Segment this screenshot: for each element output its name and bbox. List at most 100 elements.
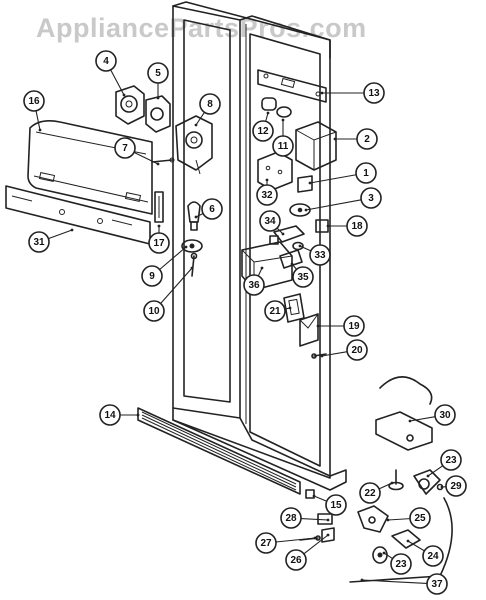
callout-c8: 8 bbox=[194, 93, 221, 127]
part-13-light-bar bbox=[257, 69, 327, 103]
callout-number: 3 bbox=[368, 193, 374, 204]
part-8-shroud bbox=[175, 115, 213, 175]
callout-c7: 7 bbox=[114, 137, 160, 166]
part-16-cover-panel bbox=[27, 120, 153, 215]
callout-c4: 4 bbox=[95, 50, 126, 97]
callout-number: 29 bbox=[450, 481, 462, 492]
leader-line bbox=[265, 112, 269, 122]
leader-line bbox=[409, 416, 436, 422]
part-17-control bbox=[154, 191, 164, 223]
callout-number: 30 bbox=[439, 410, 451, 421]
callout-c35: 35 bbox=[290, 262, 314, 288]
part-20-screw bbox=[311, 353, 327, 359]
callout-circle bbox=[201, 198, 223, 220]
callout-c6: 6 bbox=[194, 198, 223, 220]
callout-number: 33 bbox=[314, 250, 326, 261]
part-26-clip bbox=[321, 527, 335, 543]
callout-number: 12 bbox=[257, 126, 269, 137]
callout-c9: 9 bbox=[141, 245, 188, 287]
leader-tip bbox=[326, 533, 330, 537]
part-23-roller-bottom bbox=[372, 546, 388, 564]
part-22-leveler bbox=[388, 469, 404, 491]
leader-line bbox=[300, 517, 329, 521]
leader-tip bbox=[390, 481, 394, 485]
callout-circle bbox=[243, 274, 265, 296]
part-11-lamp bbox=[276, 106, 292, 118]
callout-circle bbox=[346, 215, 368, 237]
callout-number: 15 bbox=[330, 500, 342, 511]
leader-tip bbox=[408, 419, 412, 423]
leader-line bbox=[257, 267, 263, 277]
callout-circle bbox=[264, 300, 286, 322]
callout-number: 28 bbox=[285, 513, 297, 524]
callout-circle bbox=[199, 93, 221, 115]
leader-line bbox=[427, 465, 444, 477]
leader-line bbox=[383, 552, 393, 560]
callout-number: 10 bbox=[148, 306, 160, 317]
callout-c22: 22 bbox=[359, 481, 394, 504]
callout-c25: 25 bbox=[386, 507, 431, 529]
leader-line bbox=[309, 174, 357, 184]
callout-number: 22 bbox=[364, 488, 376, 499]
part-24-bracket bbox=[391, 529, 421, 549]
part-18-clip bbox=[315, 219, 329, 233]
leader-tip bbox=[316, 324, 320, 328]
callout-circle bbox=[422, 545, 444, 567]
leader-line bbox=[160, 267, 193, 304]
callout-number: 37 bbox=[431, 579, 443, 590]
leader-tip bbox=[122, 93, 126, 97]
leader-tip bbox=[313, 536, 317, 540]
leader-tip bbox=[304, 208, 308, 212]
part-6-socket bbox=[187, 201, 201, 231]
callout-circle bbox=[343, 315, 365, 337]
leader-tip bbox=[326, 224, 330, 228]
leader-line bbox=[303, 534, 329, 555]
leader-tip bbox=[260, 266, 264, 270]
callout-number: 14 bbox=[104, 410, 116, 421]
leader-line bbox=[159, 246, 187, 270]
callout-c33: 33 bbox=[298, 244, 331, 266]
callout-circle bbox=[141, 265, 163, 287]
callout-c10: 10 bbox=[143, 266, 194, 322]
callout-c15: 15 bbox=[312, 494, 347, 516]
callout-number: 17 bbox=[153, 238, 165, 249]
callout-c2: 2 bbox=[333, 128, 378, 150]
callout-circle bbox=[309, 244, 331, 266]
callout-number: 11 bbox=[278, 141, 289, 152]
callout-circle bbox=[272, 135, 294, 157]
part-4-damper bbox=[115, 85, 145, 125]
callout-number: 16 bbox=[28, 96, 40, 107]
leader-line bbox=[48, 229, 73, 240]
leader-line bbox=[299, 245, 312, 252]
part-30-bracket bbox=[375, 376, 433, 451]
callout-number: 36 bbox=[248, 280, 260, 291]
leader-line bbox=[313, 495, 327, 502]
leader-line bbox=[275, 537, 316, 543]
part-33-bulb bbox=[292, 241, 304, 251]
leader-tip bbox=[281, 118, 285, 122]
callout-c5: 5 bbox=[147, 62, 169, 100]
callout-number: 6 bbox=[209, 204, 215, 215]
leader-tip bbox=[136, 413, 140, 417]
callout-number: 8 bbox=[207, 99, 213, 110]
leader-tip bbox=[156, 162, 160, 166]
leader-line bbox=[378, 482, 393, 490]
callout-number: 20 bbox=[351, 345, 363, 356]
callout-number: 26 bbox=[290, 555, 302, 566]
leader-tip bbox=[70, 228, 74, 232]
leader-tip bbox=[288, 306, 292, 310]
leader-tip bbox=[281, 232, 285, 236]
callout-number: 25 bbox=[414, 513, 426, 524]
part-28-plate bbox=[317, 513, 333, 525]
callout-number: 23 bbox=[395, 559, 407, 570]
callout-c34: 34 bbox=[259, 210, 285, 236]
callout-c17: 17 bbox=[148, 224, 170, 254]
leader-line bbox=[321, 351, 348, 357]
callout-number: 21 bbox=[269, 306, 281, 317]
callout-c24: 24 bbox=[406, 539, 444, 567]
callout-c18: 18 bbox=[326, 215, 368, 237]
callout-number: 32 bbox=[261, 190, 273, 201]
callout-number: 24 bbox=[427, 551, 439, 562]
callout-c20: 20 bbox=[320, 339, 368, 361]
callout-circle bbox=[259, 210, 281, 232]
